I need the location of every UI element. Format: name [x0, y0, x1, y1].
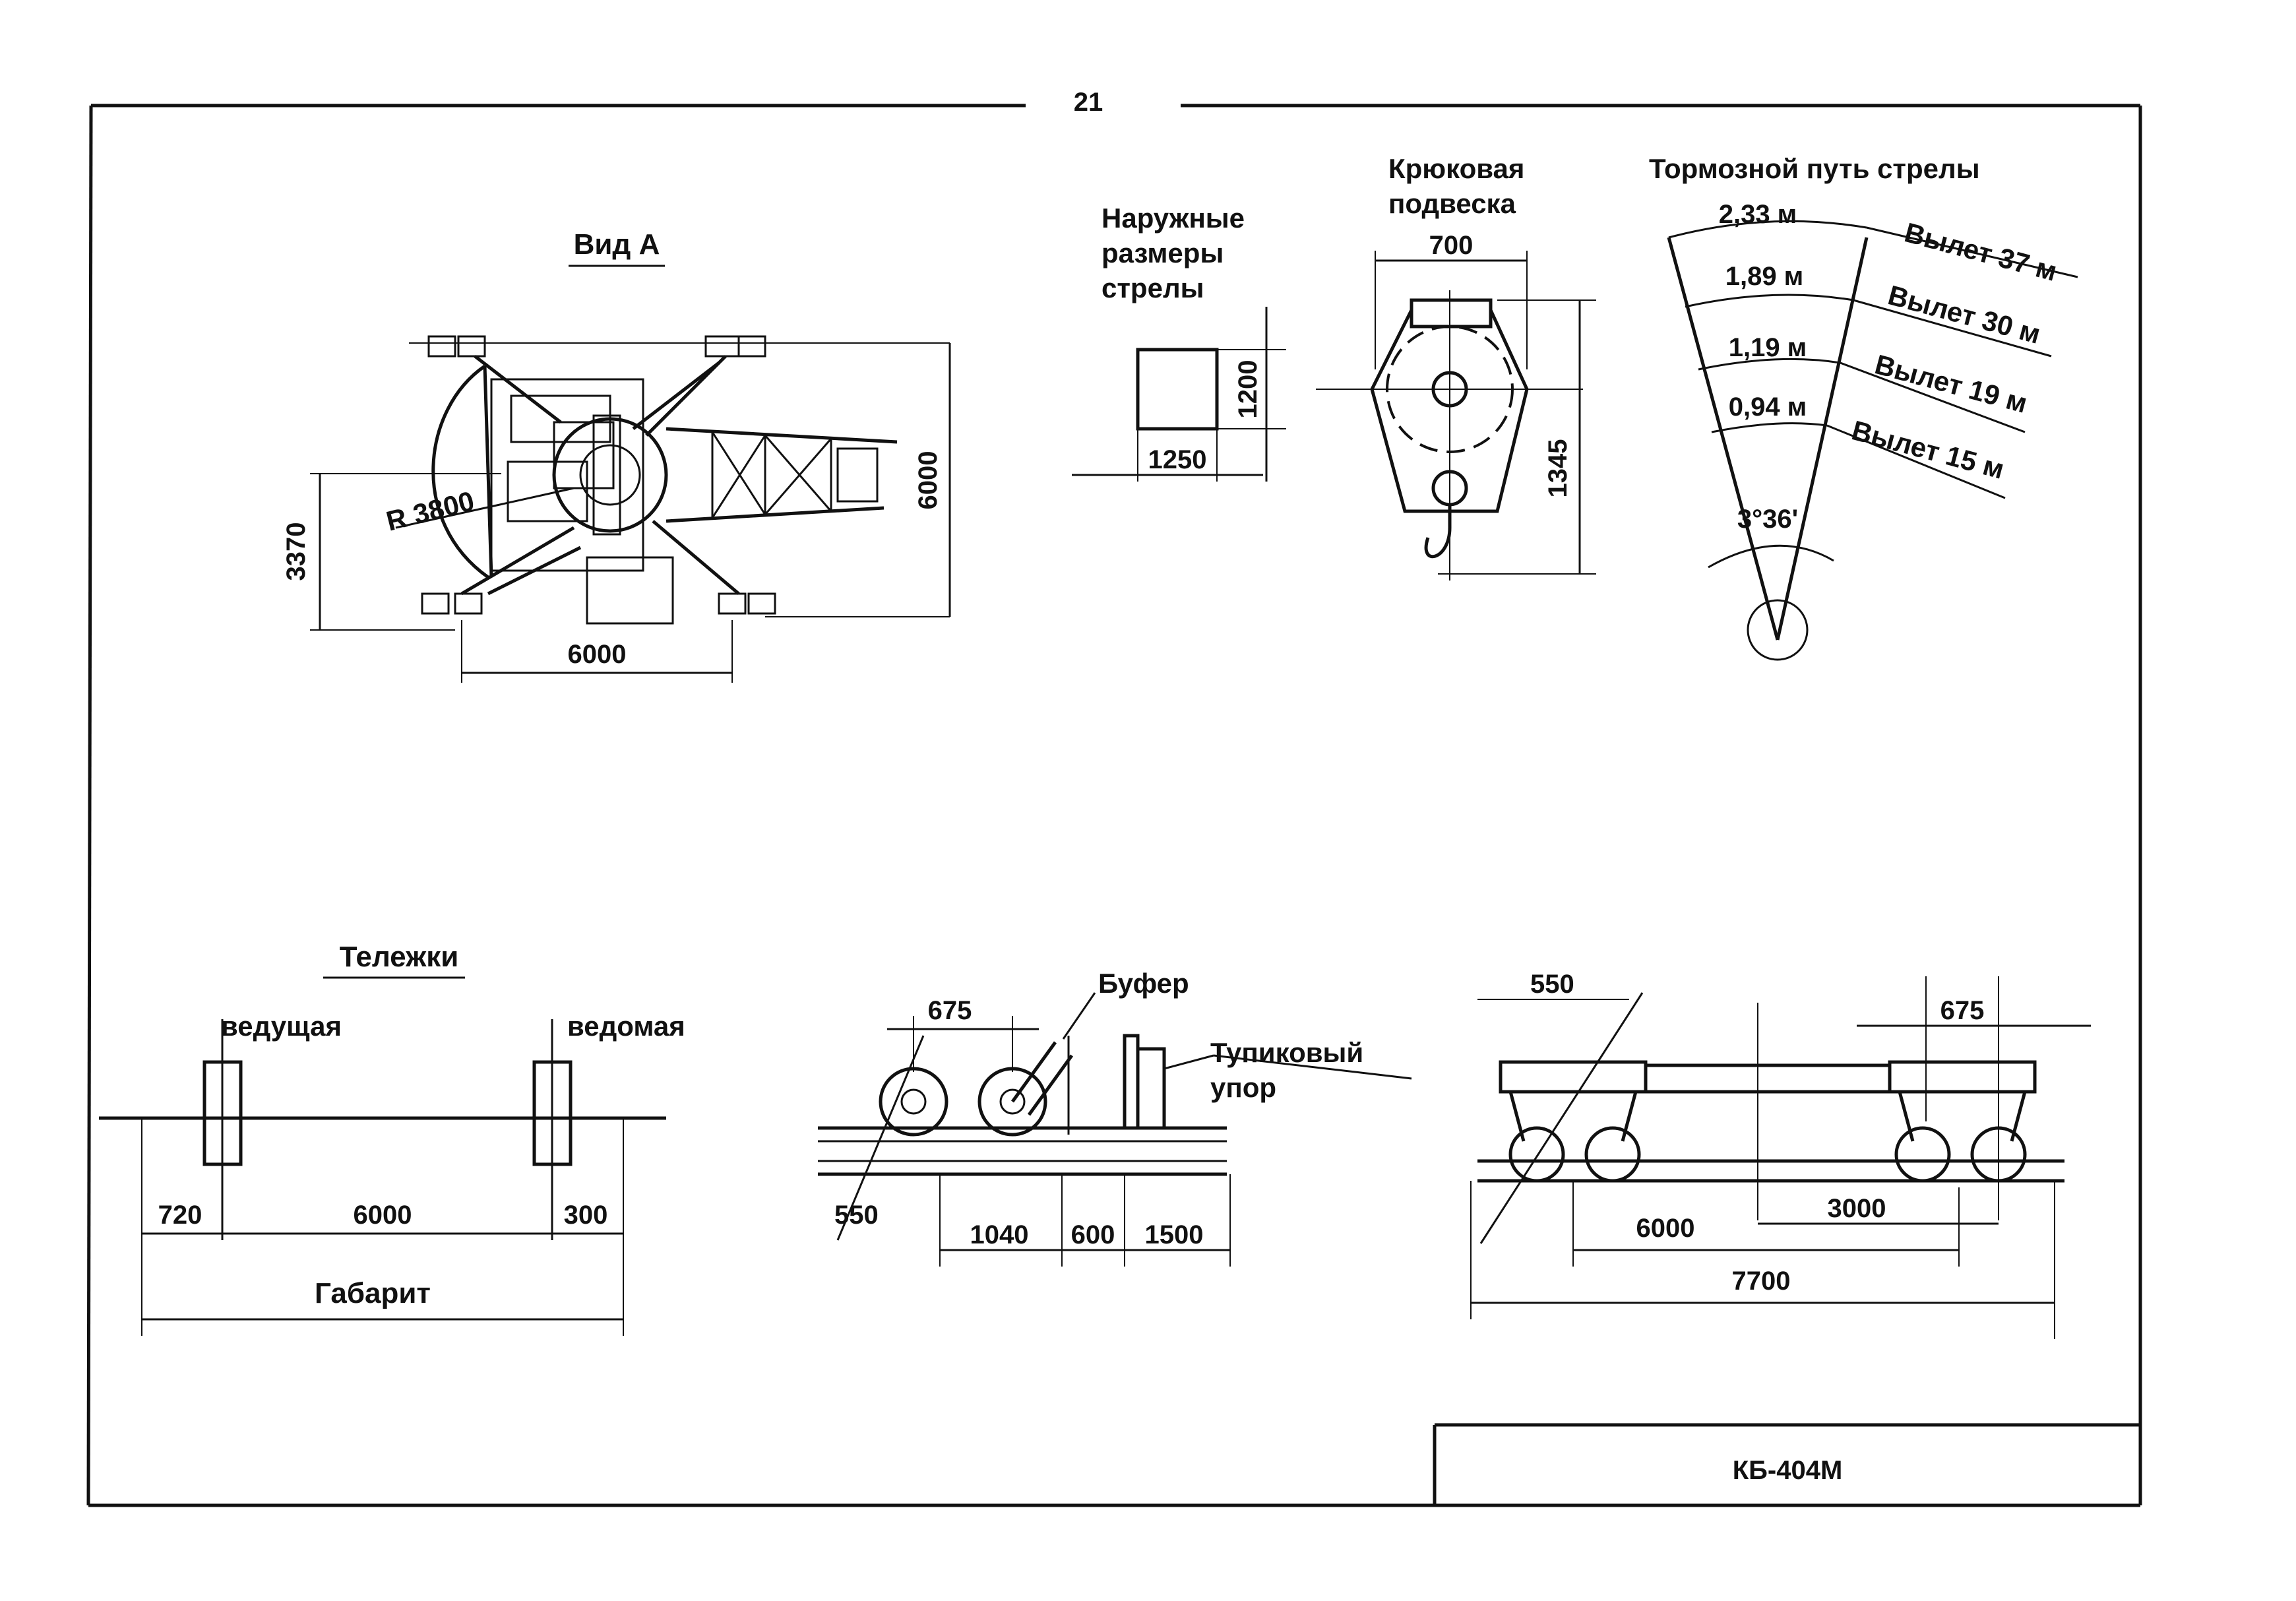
hook-block-dim-1345: 1345: [1543, 439, 1572, 498]
dead-end-stop-label-2: упор: [1210, 1072, 1276, 1103]
view-a-title: Вид А: [574, 228, 660, 261]
bogies-gauge-label: Габарит: [315, 1277, 431, 1309]
braking-title: Тормозной путь стрелы: [1649, 153, 1980, 184]
hook-block-title-1: Крюковая: [1388, 153, 1524, 184]
view-a-dim-6000-bottom: 6000: [568, 640, 627, 669]
buffer-diameter: 550: [834, 1201, 879, 1230]
buffer-diagram: Буфер Тупиковый упор 675 550 1040 600 15…: [818, 968, 1412, 1267]
view-a: Вид А: [282, 228, 951, 683]
title-block: [1433, 1423, 2140, 1505]
side-view-diagram: 550 675 6000 3000 7700: [1470, 970, 2091, 1339]
page-number: 21: [1074, 88, 1103, 117]
side-view-dim-675: 675: [1940, 996, 1985, 1025]
boom-section-title-3: стрелы: [1101, 272, 1204, 303]
hook-block-title-2: подвеска: [1388, 188, 1516, 219]
braking-angle: 3°36': [1737, 505, 1798, 534]
buffer-label: Буфер: [1098, 968, 1189, 999]
braking-distance-3: 1,19 м: [1729, 333, 1807, 362]
side-view-dim-3000: 3000: [1828, 1194, 1886, 1223]
side-view-diameter: 550: [1530, 970, 1574, 999]
braking-diagram: Тормозной путь стрелы 3°36' 2,33 м 1,89 …: [1649, 153, 2078, 661]
buffer-dim-675: 675: [928, 996, 972, 1025]
buffer-dim-1040: 1040: [970, 1220, 1029, 1249]
braking-reach-3: Вылет 19 м: [1872, 348, 2031, 419]
bogies-dim-6000: 6000: [354, 1201, 412, 1230]
stamp-title: КБ-404М: [1733, 1456, 1843, 1485]
braking-distance-4: 0,94 м: [1729, 392, 1807, 422]
bogies-title: Тележки: [340, 941, 459, 973]
braking-distance-2: 1,89 м: [1725, 262, 1804, 291]
bogies-dim-720: 720: [158, 1201, 202, 1230]
braking-distance-1: 2,33 м: [1719, 200, 1797, 229]
braking-reach-4: Вылет 15 м: [1849, 414, 2008, 485]
boom-section-title-2: размеры: [1101, 237, 1224, 268]
boom-section: Наружные размеры стрелы 1250 1200: [1072, 203, 1286, 482]
boom-section-title-1: Наружные: [1101, 203, 1245, 234]
crane-base-drawing: [310, 335, 950, 683]
hook-block-dim-700: 700: [1429, 231, 1474, 260]
view-a-radius-label: R 3800: [383, 485, 478, 536]
view-a-dim-3370: 3370: [282, 522, 311, 581]
buffer-dim-1500: 1500: [1145, 1220, 1204, 1249]
view-a-dim-6000-right: 6000: [914, 451, 943, 510]
bogies-diagram: Тележки ведущая ведомая 720 6000 300 Габ…: [99, 941, 685, 1336]
side-view-dim-7700: 7700: [1732, 1267, 1791, 1296]
boom-section-dim-1250: 1250: [1148, 445, 1207, 474]
bogies-driven-label: ведомая: [567, 1011, 685, 1042]
dead-end-stop-label-1: Тупиковый: [1210, 1037, 1363, 1068]
bogies-dim-300: 300: [564, 1201, 608, 1230]
side-view-dim-6000: 6000: [1636, 1214, 1695, 1243]
braking-reach-2: Вылет 30 м: [1885, 279, 2044, 350]
boom-section-dim-1200: 1200: [1233, 360, 1262, 419]
hook-block: Крюковая подвеска 700 1345: [1316, 153, 1596, 581]
bogies-driving-label: ведущая: [221, 1011, 342, 1042]
sheet-frame: [86, 104, 2142, 1507]
buffer-dim-600: 600: [1071, 1220, 1115, 1249]
braking-reach-1: Вылет 37 м: [1902, 216, 2061, 287]
